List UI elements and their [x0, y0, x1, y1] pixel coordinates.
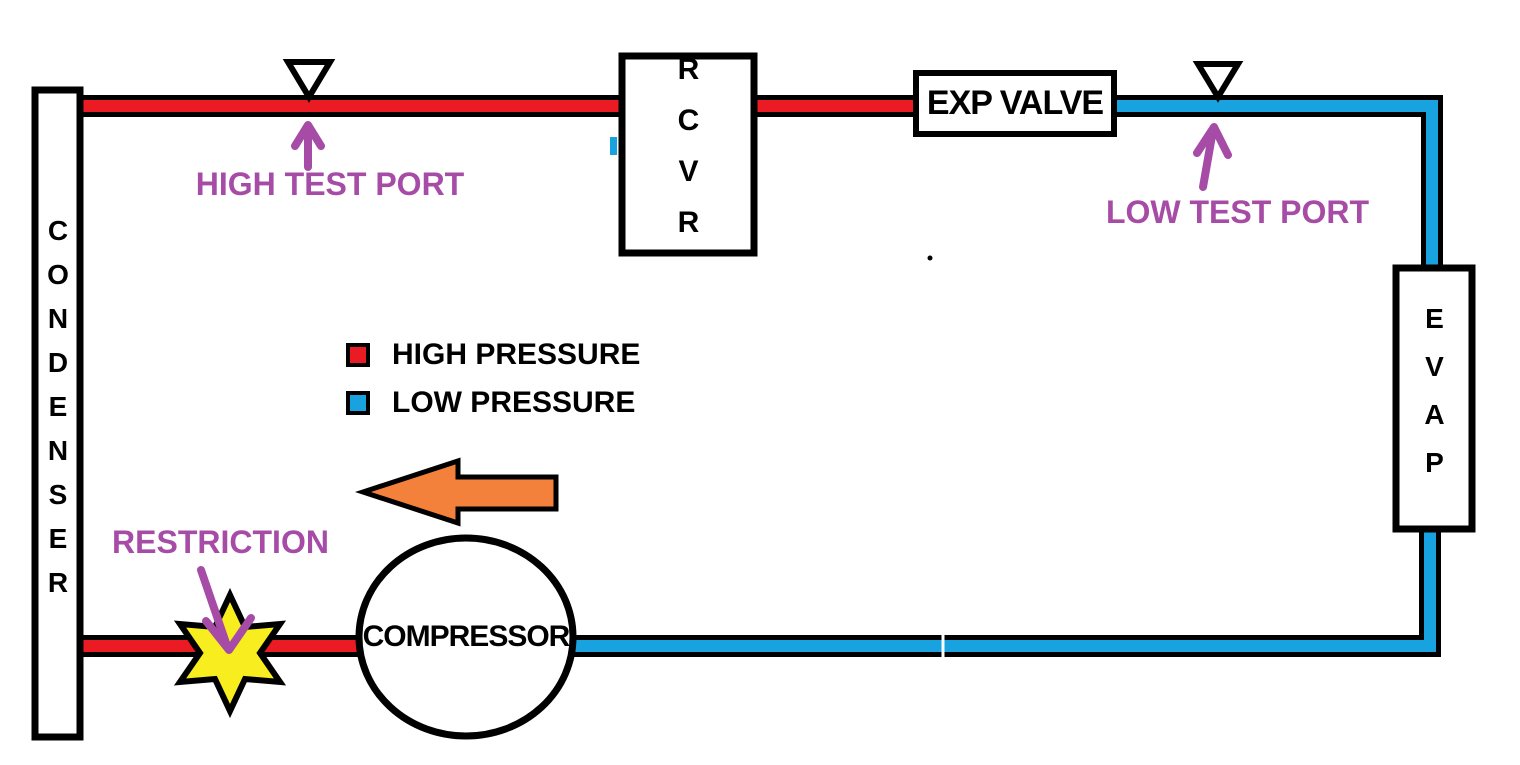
compressor-label: COMPRESSOR: [362, 620, 571, 653]
low-pressure-swatch-icon: [346, 391, 370, 415]
high-test-port-triangle-icon: [282, 59, 336, 103]
evaporator-box: [1392, 264, 1476, 533]
blue-tick-artifact: [610, 137, 617, 155]
high-test-port-arrow-icon: [291, 121, 325, 171]
pipe-break-artifact: [941, 634, 945, 658]
legend-item-low-pressure: LOW PRESSURE: [346, 386, 635, 420]
evaporator-label: EVAP: [1419, 302, 1450, 495]
expansion-valve-box: [913, 70, 1117, 137]
legend-label-high-pressure: HIGH PRESSURE: [392, 338, 641, 371]
legend-item-high-pressure: HIGH PRESSURE: [346, 338, 640, 372]
low-pressure-pipe-top: [1004, 100, 1438, 269]
condenser-label: CONDENSER: [42, 215, 74, 611]
high-pressure-swatch-icon: [346, 343, 370, 367]
low-test-port-triangle-icon: [1192, 61, 1244, 103]
condenser-box: [31, 86, 84, 741]
low-pressure-pipe-bottom: [462, 526, 1436, 652]
receiver-box: [618, 52, 758, 257]
receiver-label: RCVR: [672, 52, 705, 257]
legend-label-low-pressure: LOW PRESSURE: [392, 386, 636, 419]
left-block-arrow-icon: [354, 457, 559, 527]
low-test-port-label: LOW TEST PORT: [1105, 193, 1370, 230]
restriction-arrow-icon: [197, 566, 255, 654]
low-test-port-arrow-icon: [1193, 123, 1232, 191]
dot-artifact: [927, 255, 933, 261]
high-test-port-label: HIGH TEST PORT: [195, 165, 465, 202]
expansion-valve-label: EXP VALVE: [926, 84, 1104, 122]
compressor-circle: [355, 534, 577, 740]
restriction-label: RESTRICTION: [112, 523, 329, 560]
